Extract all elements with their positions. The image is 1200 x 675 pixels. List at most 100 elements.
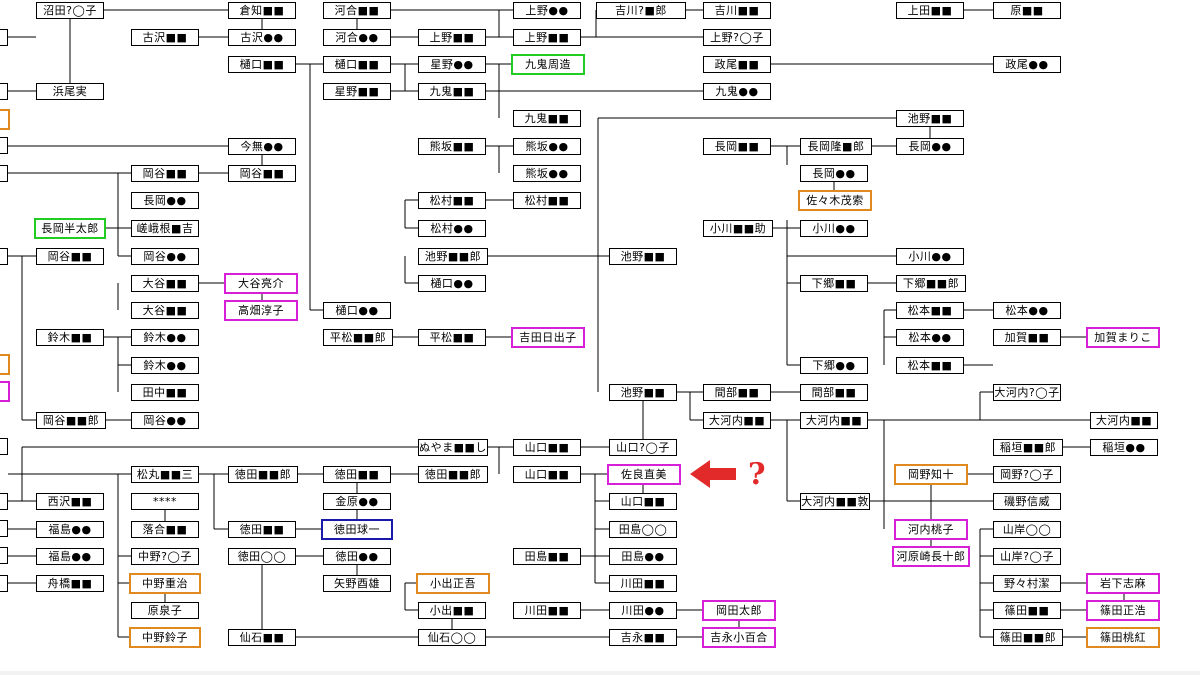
person-node[interactable]: 田中■■	[131, 384, 199, 401]
person-node[interactable]: 長岡●●	[131, 192, 199, 209]
person-node[interactable]: 上田■■	[896, 2, 964, 19]
person-node[interactable]: 福島●●	[36, 548, 104, 565]
person-node[interactable]: 吉永小百合	[702, 627, 776, 648]
person-node[interactable]: 九鬼●●	[703, 83, 771, 100]
person-node[interactable]: 山岸◯◯	[993, 521, 1061, 538]
person-node[interactable]: 沼田?◯子	[36, 2, 104, 19]
person-node[interactable]: 松村■■	[513, 192, 581, 209]
person-node[interactable]: 舟橋■■	[36, 575, 104, 592]
person-node[interactable]: 磯野信威	[993, 493, 1061, 510]
person-node[interactable]: 岡谷■■	[36, 248, 104, 265]
person-node[interactable]: 嵯峨根■吉	[131, 220, 199, 237]
person-node[interactable]: 小川●●	[896, 248, 964, 265]
person-node[interactable]: 星野●●	[418, 56, 486, 73]
person-node[interactable]: 上野■■	[418, 29, 486, 46]
person-node[interactable]: 河内桃子	[894, 519, 968, 540]
person-node[interactable]: 松本■■	[896, 357, 964, 374]
person-node[interactable]: 長岡●●	[896, 138, 964, 155]
clipped-node[interactable]	[0, 248, 8, 265]
person-node[interactable]: 徳田◯◯	[228, 548, 296, 565]
person-node[interactable]: 徳田■■郎	[228, 466, 298, 483]
person-node[interactable]: 田島●●	[609, 548, 677, 565]
person-node[interactable]: 上野?◯子	[703, 29, 771, 46]
person-node[interactable]: 川田●●	[609, 602, 677, 619]
person-node[interactable]: 小川●●	[800, 220, 868, 237]
person-node[interactable]: 今無●●	[228, 138, 296, 155]
person-node[interactable]: 大谷■■	[131, 302, 199, 319]
person-node[interactable]: 倉知■■	[228, 2, 296, 19]
clipped-node[interactable]	[0, 547, 8, 564]
person-node[interactable]: 岡谷■■	[228, 165, 296, 182]
person-node[interactable]: 平松■■	[418, 329, 486, 346]
person-node[interactable]: 岩下志麻	[1086, 573, 1160, 594]
clipped-node[interactable]	[0, 438, 8, 455]
person-node[interactable]: 稲垣■■郎	[993, 439, 1063, 456]
person-node[interactable]: 熊坂■■	[418, 138, 486, 155]
person-node[interactable]: 九鬼周造	[511, 54, 585, 75]
person-node[interactable]: 政尾■■	[703, 56, 771, 73]
person-node[interactable]: 星野■■	[323, 83, 391, 100]
person-node[interactable]: 池野■■	[896, 110, 964, 127]
person-node[interactable]: 鈴木●●	[131, 357, 199, 374]
person-node[interactable]: 九鬼■■	[418, 83, 486, 100]
clipped-node[interactable]	[0, 381, 10, 402]
person-node[interactable]: 鈴木■■	[36, 329, 104, 346]
person-node[interactable]: 篠田■■郎	[993, 629, 1063, 646]
person-node[interactable]: 小出正吾	[416, 573, 490, 594]
person-node[interactable]: 岡谷■■郎	[36, 412, 106, 429]
person-node[interactable]: 間部■■	[703, 384, 771, 401]
person-node[interactable]: 福島●●	[36, 521, 104, 538]
person-node[interactable]: 松本■■	[896, 302, 964, 319]
person-node-focus[interactable]: 佐良直美	[607, 464, 681, 485]
person-node[interactable]: 川田■■	[609, 575, 677, 592]
person-node[interactable]: 樋口●●	[418, 275, 486, 292]
clipped-node[interactable]	[0, 109, 10, 130]
person-node[interactable]: 田島◯◯	[609, 521, 677, 538]
person-node[interactable]: 落合■■	[131, 521, 199, 538]
person-node[interactable]: 樋口■■	[323, 56, 391, 73]
person-node[interactable]: 樋口■■	[228, 56, 296, 73]
person-node[interactable]: 松丸■■三	[131, 466, 199, 483]
person-node[interactable]: 大河内■■	[1090, 412, 1158, 429]
person-node[interactable]: 徳田球一	[321, 519, 393, 540]
person-node[interactable]: 仙石◯◯	[418, 629, 486, 646]
person-node[interactable]: 熊坂●●	[513, 165, 581, 182]
person-node[interactable]: 長岡隆■郎	[800, 138, 872, 155]
person-node[interactable]: 岡谷●●	[131, 412, 199, 429]
person-node[interactable]: 長岡半太郎	[34, 218, 106, 239]
person-node[interactable]: 間部■■	[800, 384, 868, 401]
person-node[interactable]: 下郷■■	[800, 275, 868, 292]
person-node[interactable]: 山口■■	[513, 439, 581, 456]
person-node[interactable]: 佐々木茂索	[798, 190, 872, 211]
person-node[interactable]: 大河内?◯子	[993, 384, 1061, 401]
person-node[interactable]: 徳田●●	[323, 548, 391, 565]
person-node[interactable]: 松村●●	[418, 220, 486, 237]
clipped-node[interactable]	[0, 520, 8, 537]
person-node[interactable]: 高畑淳子	[224, 300, 298, 321]
person-node[interactable]: 吉川■■	[703, 2, 771, 19]
person-node[interactable]: 河合●●	[323, 29, 391, 46]
person-node[interactable]: 小川■■助	[703, 220, 773, 237]
person-node[interactable]: 加賀まりこ	[1086, 327, 1160, 348]
person-node[interactable]: 徳田■■	[323, 466, 391, 483]
person-node[interactable]: 加賀■■	[993, 329, 1061, 346]
person-node[interactable]: 岡野?◯子	[993, 466, 1061, 483]
person-node[interactable]: 池野■■郎	[418, 248, 488, 265]
person-node[interactable]: 山口■■	[513, 466, 581, 483]
person-node[interactable]: 徳田■■	[228, 521, 296, 538]
clipped-node[interactable]	[0, 354, 10, 375]
person-node[interactable]: 吉田日出子	[511, 327, 585, 348]
person-node[interactable]: 大河内■■	[703, 412, 771, 429]
person-node[interactable]: 古沢●●	[228, 29, 296, 46]
person-node[interactable]: 西沢■■	[36, 493, 104, 510]
person-node[interactable]: 岡谷●●	[131, 248, 199, 265]
person-node[interactable]: 岡野知十	[894, 464, 968, 485]
person-node[interactable]: 浜尾実	[36, 83, 104, 100]
person-node[interactable]: 徳田■■郎	[418, 466, 488, 483]
person-node[interactable]: 大河内■■	[800, 412, 868, 429]
clipped-node[interactable]	[0, 83, 8, 100]
person-node[interactable]: 山口?◯子	[609, 439, 677, 456]
person-node[interactable]: 池野■■	[609, 248, 677, 265]
person-node[interactable]: 篠田正浩	[1086, 600, 1160, 621]
person-node[interactable]: ****	[131, 493, 199, 510]
